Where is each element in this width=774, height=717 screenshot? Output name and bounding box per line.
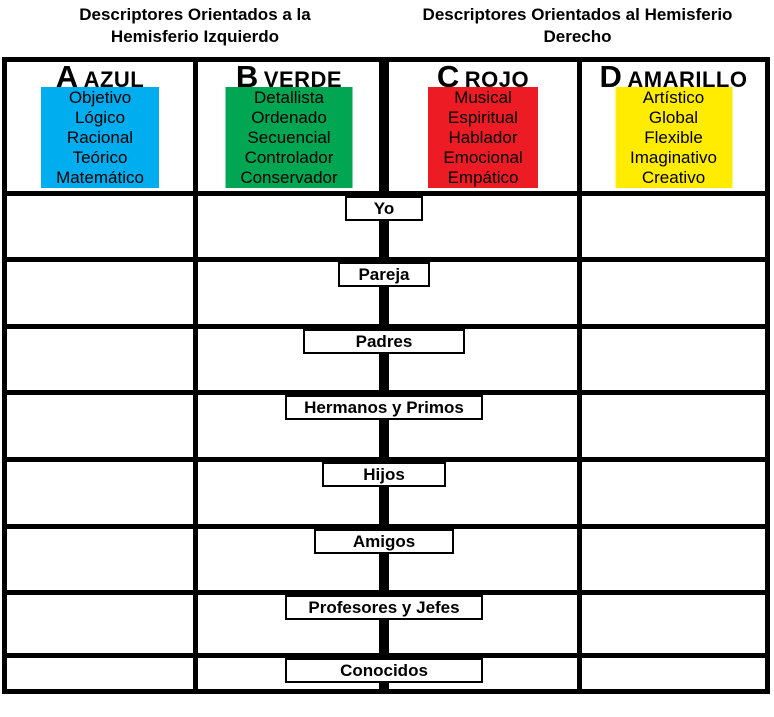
descriptor: Empático: [447, 168, 519, 187]
descriptor: Imaginativo: [630, 148, 717, 167]
left-title-line1: Descriptores Orientados a la: [79, 5, 311, 24]
descriptor: Hablador: [448, 128, 518, 147]
row-label-amigos: Amigos: [314, 529, 454, 554]
descriptor: Emocional: [443, 148, 523, 167]
row-label-pareja: Pareja: [338, 262, 430, 287]
left-hemisphere-title: Descriptores Orientados a la Hemisferio …: [5, 4, 385, 48]
column-header-rojo: C ROJO Musical Espiritual Hablador Emoci…: [389, 59, 577, 191]
column-header-amarillo: D AMARILLO Artístico Global Flexible Ima…: [582, 59, 765, 191]
descriptor-box-amarillo: Artístico Global Flexible Imaginativo Cr…: [615, 87, 732, 188]
column-divider-cd: [577, 62, 582, 689]
descriptor-box-azul: Objetivo Lógico Racional Teórico Matemát…: [41, 87, 159, 188]
column-letter-c: C: [436, 59, 461, 94]
row-label-profesores-y-jefes: Profesores y Jefes: [285, 595, 483, 620]
descriptor: Global: [648, 108, 699, 127]
descriptor: Controlador: [244, 148, 334, 167]
descriptor-box-verde: Detallista Ordenado Secuencial Controlad…: [225, 87, 353, 188]
column-divider-ab: [193, 62, 198, 689]
descriptor: Ordenado: [251, 108, 327, 127]
descriptor: Flexible: [644, 128, 703, 147]
descriptor: Espiritual: [448, 108, 518, 127]
center-hemisphere-divider: [379, 62, 389, 689]
row-label-hijos: Hijos: [322, 462, 446, 487]
descriptor: Musical: [454, 88, 512, 107]
descriptor: Matemático: [56, 168, 144, 187]
descriptor: Objetivo: [68, 88, 132, 107]
left-title-line2: Hemisferio Izquierdo: [110, 27, 280, 46]
descriptor-table: A AZUL Objetivo Lógico Racional Teórico …: [2, 57, 770, 694]
descriptor: Creativo: [641, 168, 706, 187]
right-title-line1: Descriptores Orientados al Hemisferio: [422, 5, 733, 24]
row-label-padres: Padres: [303, 329, 465, 354]
descriptor-box-rojo: Musical Espiritual Hablador Emocional Em…: [428, 87, 538, 188]
row-label-conocidos: Conocidos: [285, 658, 483, 683]
column-letter-a: A: [55, 59, 80, 94]
right-hemisphere-title: Descriptores Orientados al Hemisferio De…: [385, 4, 770, 48]
row-label-yo: Yo: [345, 196, 423, 221]
descriptor: Racional: [66, 128, 134, 147]
column-header-verde: B VERDE Detallista Ordenado Secuencial C…: [198, 59, 380, 191]
column-letter-d: D: [599, 59, 623, 94]
descriptor: Artístico: [642, 88, 705, 107]
right-title-line2: Derecho: [543, 27, 612, 46]
descriptor: Secuencial: [247, 128, 331, 147]
row-label-hermanos-y-primos: Hermanos y Primos: [285, 395, 483, 420]
descriptor: Conservador: [240, 168, 338, 187]
descriptor: Teórico: [72, 148, 128, 167]
column-header-azul: A AZUL Objetivo Lógico Racional Teórico …: [7, 59, 193, 191]
descriptor: Lógico: [74, 108, 126, 127]
descriptor: Detallista: [254, 88, 324, 107]
column-letter-b: B: [235, 59, 260, 94]
